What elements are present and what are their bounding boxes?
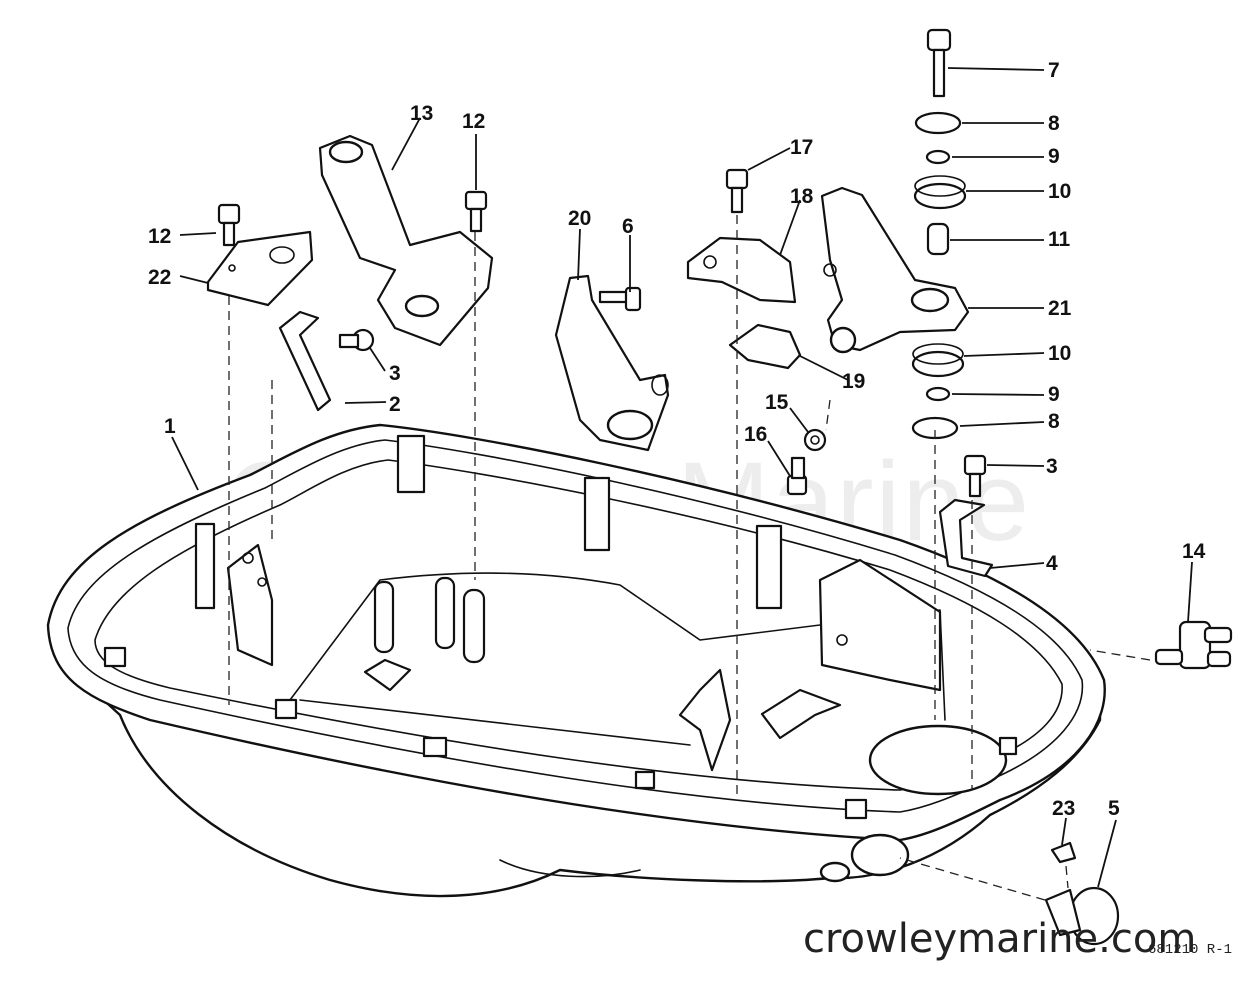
rim-tabs [103,434,1018,820]
part-3-screw-left [338,328,375,352]
callout-3-left: 3 [389,362,401,385]
callout-10-bottom: 10 [1048,342,1071,365]
part-13-bracket [318,134,494,347]
part-14-fitting [1154,620,1233,670]
part-12-bolt-left [217,203,241,247]
callout-8-bottom: 8 [1048,410,1060,433]
part-17-bolt [725,168,749,214]
callout-1: 1 [164,415,176,438]
callout-21: 21 [1048,297,1072,320]
part-21-bracket [820,186,970,354]
callout-9-bottom: 9 [1048,383,1060,406]
callout-18: 18 [790,185,814,208]
callout-11: 11 [1048,228,1071,251]
part-18-clamp [686,236,797,304]
part-4-clip [938,498,994,578]
assembly-lines [228,215,1151,901]
part-20-bracket [554,274,670,452]
callout-12-right: 12 [462,110,485,133]
part-7-bolt [926,28,952,98]
callout-10-top: 10 [1048,180,1071,203]
leader-lines [171,67,1193,888]
callout-14: 14 [1182,540,1206,563]
callout-19: 19 [842,370,865,393]
callout-6: 6 [622,215,634,238]
part-9-washer-bottom [925,386,951,402]
part-22-plate [206,230,314,307]
callout-9-top: 9 [1048,145,1060,168]
part-10-grommet-bottom [911,343,965,378]
callout-labels: 1 2 3 3 4 5 6 7 8 8 9 9 10 10 11 12 12 1… [148,59,1206,820]
callout-20: 20 [568,207,591,230]
part-11-sleeve [926,222,950,256]
callout-23: 23 [1052,797,1075,820]
callout-12-left: 12 [148,225,171,248]
internal-mounts [226,543,942,772]
callout-4: 4 [1046,552,1058,575]
part-3-bolt-right [963,454,987,498]
part-23-screw [1050,841,1077,864]
callout-8-top: 8 [1048,112,1060,135]
part-6-bolt [598,286,642,312]
part-9-washer-top [925,149,951,165]
part-19-cushion [728,323,802,370]
part-2-clip [278,310,332,412]
callout-13: 13 [410,102,433,125]
callout-5: 5 [1108,797,1120,820]
drawing-code: 681210 R-1 [1148,942,1232,958]
part-8-washer-top [914,111,962,135]
callout-16: 16 [744,423,767,446]
callout-15: 15 [765,391,789,414]
callout-7: 7 [1048,59,1060,82]
site-watermark: crowleymarine.com [803,916,1196,962]
callout-3-right: 3 [1046,455,1058,478]
callout-2: 2 [389,393,401,416]
part-16-bolt [786,456,808,496]
callout-17: 17 [790,136,813,159]
part-12-bolt-right [464,190,488,233]
part-5-plug [1044,886,1120,946]
part-10-grommet-top [913,175,967,210]
callout-22: 22 [148,266,171,289]
part-15-nut [803,428,827,452]
